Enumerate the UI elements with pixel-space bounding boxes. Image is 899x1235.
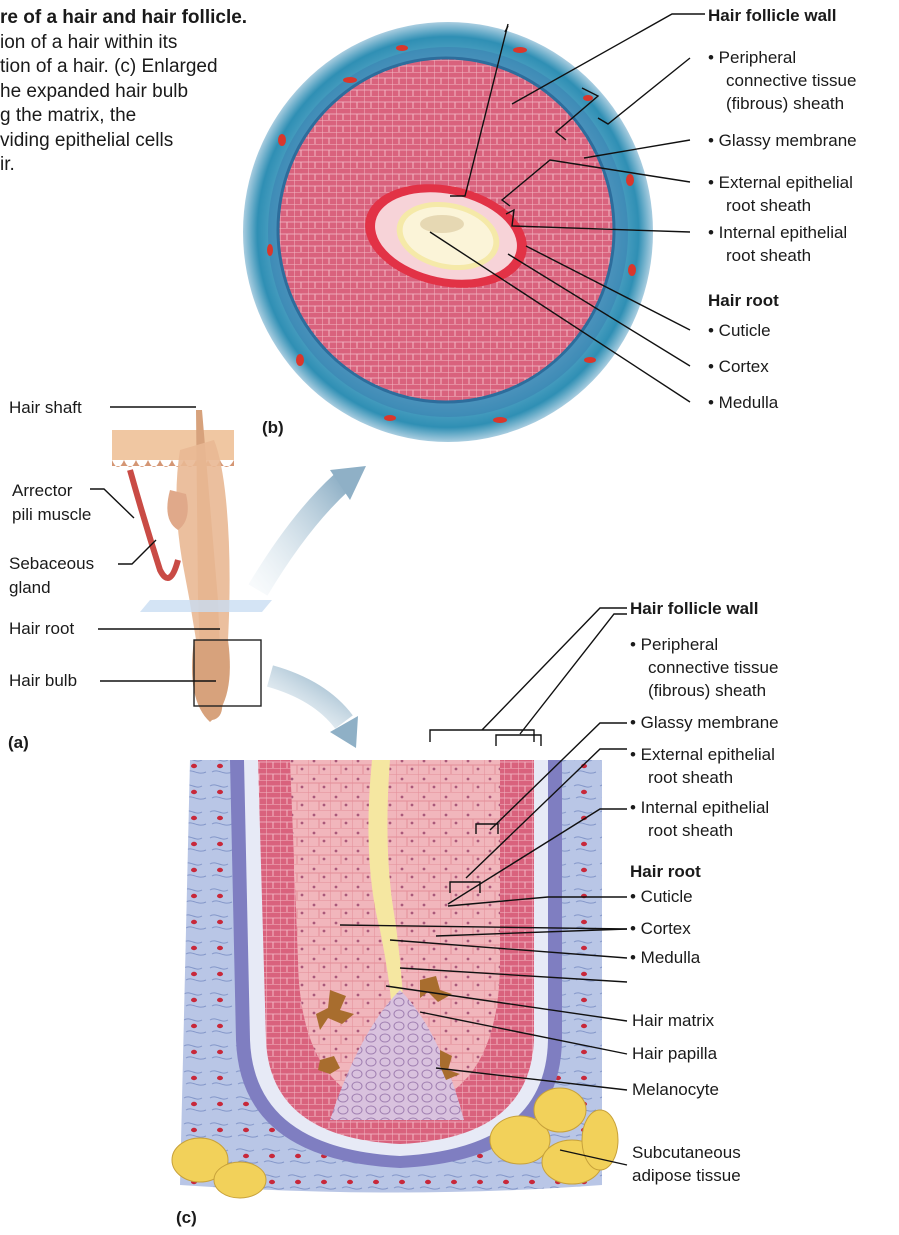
- label-gland: gland: [9, 578, 51, 598]
- caption-line: ion of a hair within its: [0, 31, 300, 56]
- label-b-hair-root: Hair root: [708, 291, 779, 311]
- label-b-internal: • Internal epithelial: [708, 223, 847, 243]
- label-c-follicle-wall: Hair follicle wall: [630, 599, 759, 619]
- figure-caption: re of a hair and hair follicle. ion of a…: [0, 6, 300, 178]
- follicle-overview-a: [112, 410, 366, 748]
- label-b-external-2: root sheath: [726, 196, 811, 216]
- label-pili-muscle: pili muscle: [12, 505, 91, 525]
- label-b-follicle-wall: Hair follicle wall: [708, 6, 837, 26]
- cross-section-b: [243, 22, 653, 442]
- label-b-internal-2: root sheath: [726, 246, 811, 266]
- label-c-internal: • Internal epithelial: [630, 798, 769, 818]
- panel-label-c: (c): [176, 1208, 197, 1228]
- label-hair-root-a: Hair root: [9, 619, 74, 639]
- label-b-fibrous: (fibrous) sheath: [726, 94, 844, 114]
- label-c-external-2: root sheath: [648, 768, 733, 788]
- caption-line: re of a hair and hair follicle.: [0, 6, 300, 31]
- label-b-cuticle: • Cuticle: [708, 321, 771, 341]
- longitudinal-section-c: [172, 760, 618, 1198]
- label-c-subcutaneous: Subcutaneous: [632, 1143, 741, 1163]
- label-sebaceous: Sebaceous: [9, 554, 94, 574]
- label-c-adipose: adipose tissue: [632, 1166, 741, 1186]
- label-c-internal-2: root sheath: [648, 821, 733, 841]
- label-c-cuticle: • Cuticle: [630, 887, 693, 907]
- label-c-cortex: • Cortex: [630, 919, 691, 939]
- label-c-hair-papilla: Hair papilla: [632, 1044, 717, 1064]
- label-c-hair-matrix: Hair matrix: [632, 1011, 714, 1031]
- label-c-melanocyte: Melanocyte: [632, 1080, 719, 1100]
- caption-line: viding epithelial cells: [0, 129, 300, 154]
- label-c-external: • External epithelial: [630, 745, 775, 765]
- label-c-glassy: • Glassy membrane: [630, 713, 779, 733]
- label-b-external: • External epithelial: [708, 173, 853, 193]
- label-b-glassy: • Glassy membrane: [708, 131, 857, 151]
- panel-label-a: (a): [8, 733, 29, 753]
- panel-label-b: (b): [262, 418, 284, 438]
- label-hair-shaft: Hair shaft: [9, 398, 82, 418]
- label-c-hair-root: Hair root: [630, 862, 701, 882]
- label-b-medulla: • Medulla: [708, 393, 778, 413]
- label-arrector: Arrector: [12, 481, 72, 501]
- label-b-connective: connective tissue: [726, 71, 856, 91]
- label-hair-bulb: Hair bulb: [9, 671, 77, 691]
- label-c-medulla: • Medulla: [630, 948, 700, 968]
- caption-line: ir.: [0, 153, 300, 178]
- label-c-connective: connective tissue: [648, 658, 778, 678]
- label-c-peripheral: • Peripheral: [630, 635, 718, 655]
- label-c-fibrous: (fibrous) sheath: [648, 681, 766, 701]
- caption-line: g the matrix, the: [0, 104, 300, 129]
- caption-line: he expanded hair bulb: [0, 80, 300, 105]
- label-b-peripheral: • Peripheral: [708, 48, 796, 68]
- caption-line: tion of a hair. (c) Enlarged: [0, 55, 300, 80]
- label-b-cortex: • Cortex: [708, 357, 769, 377]
